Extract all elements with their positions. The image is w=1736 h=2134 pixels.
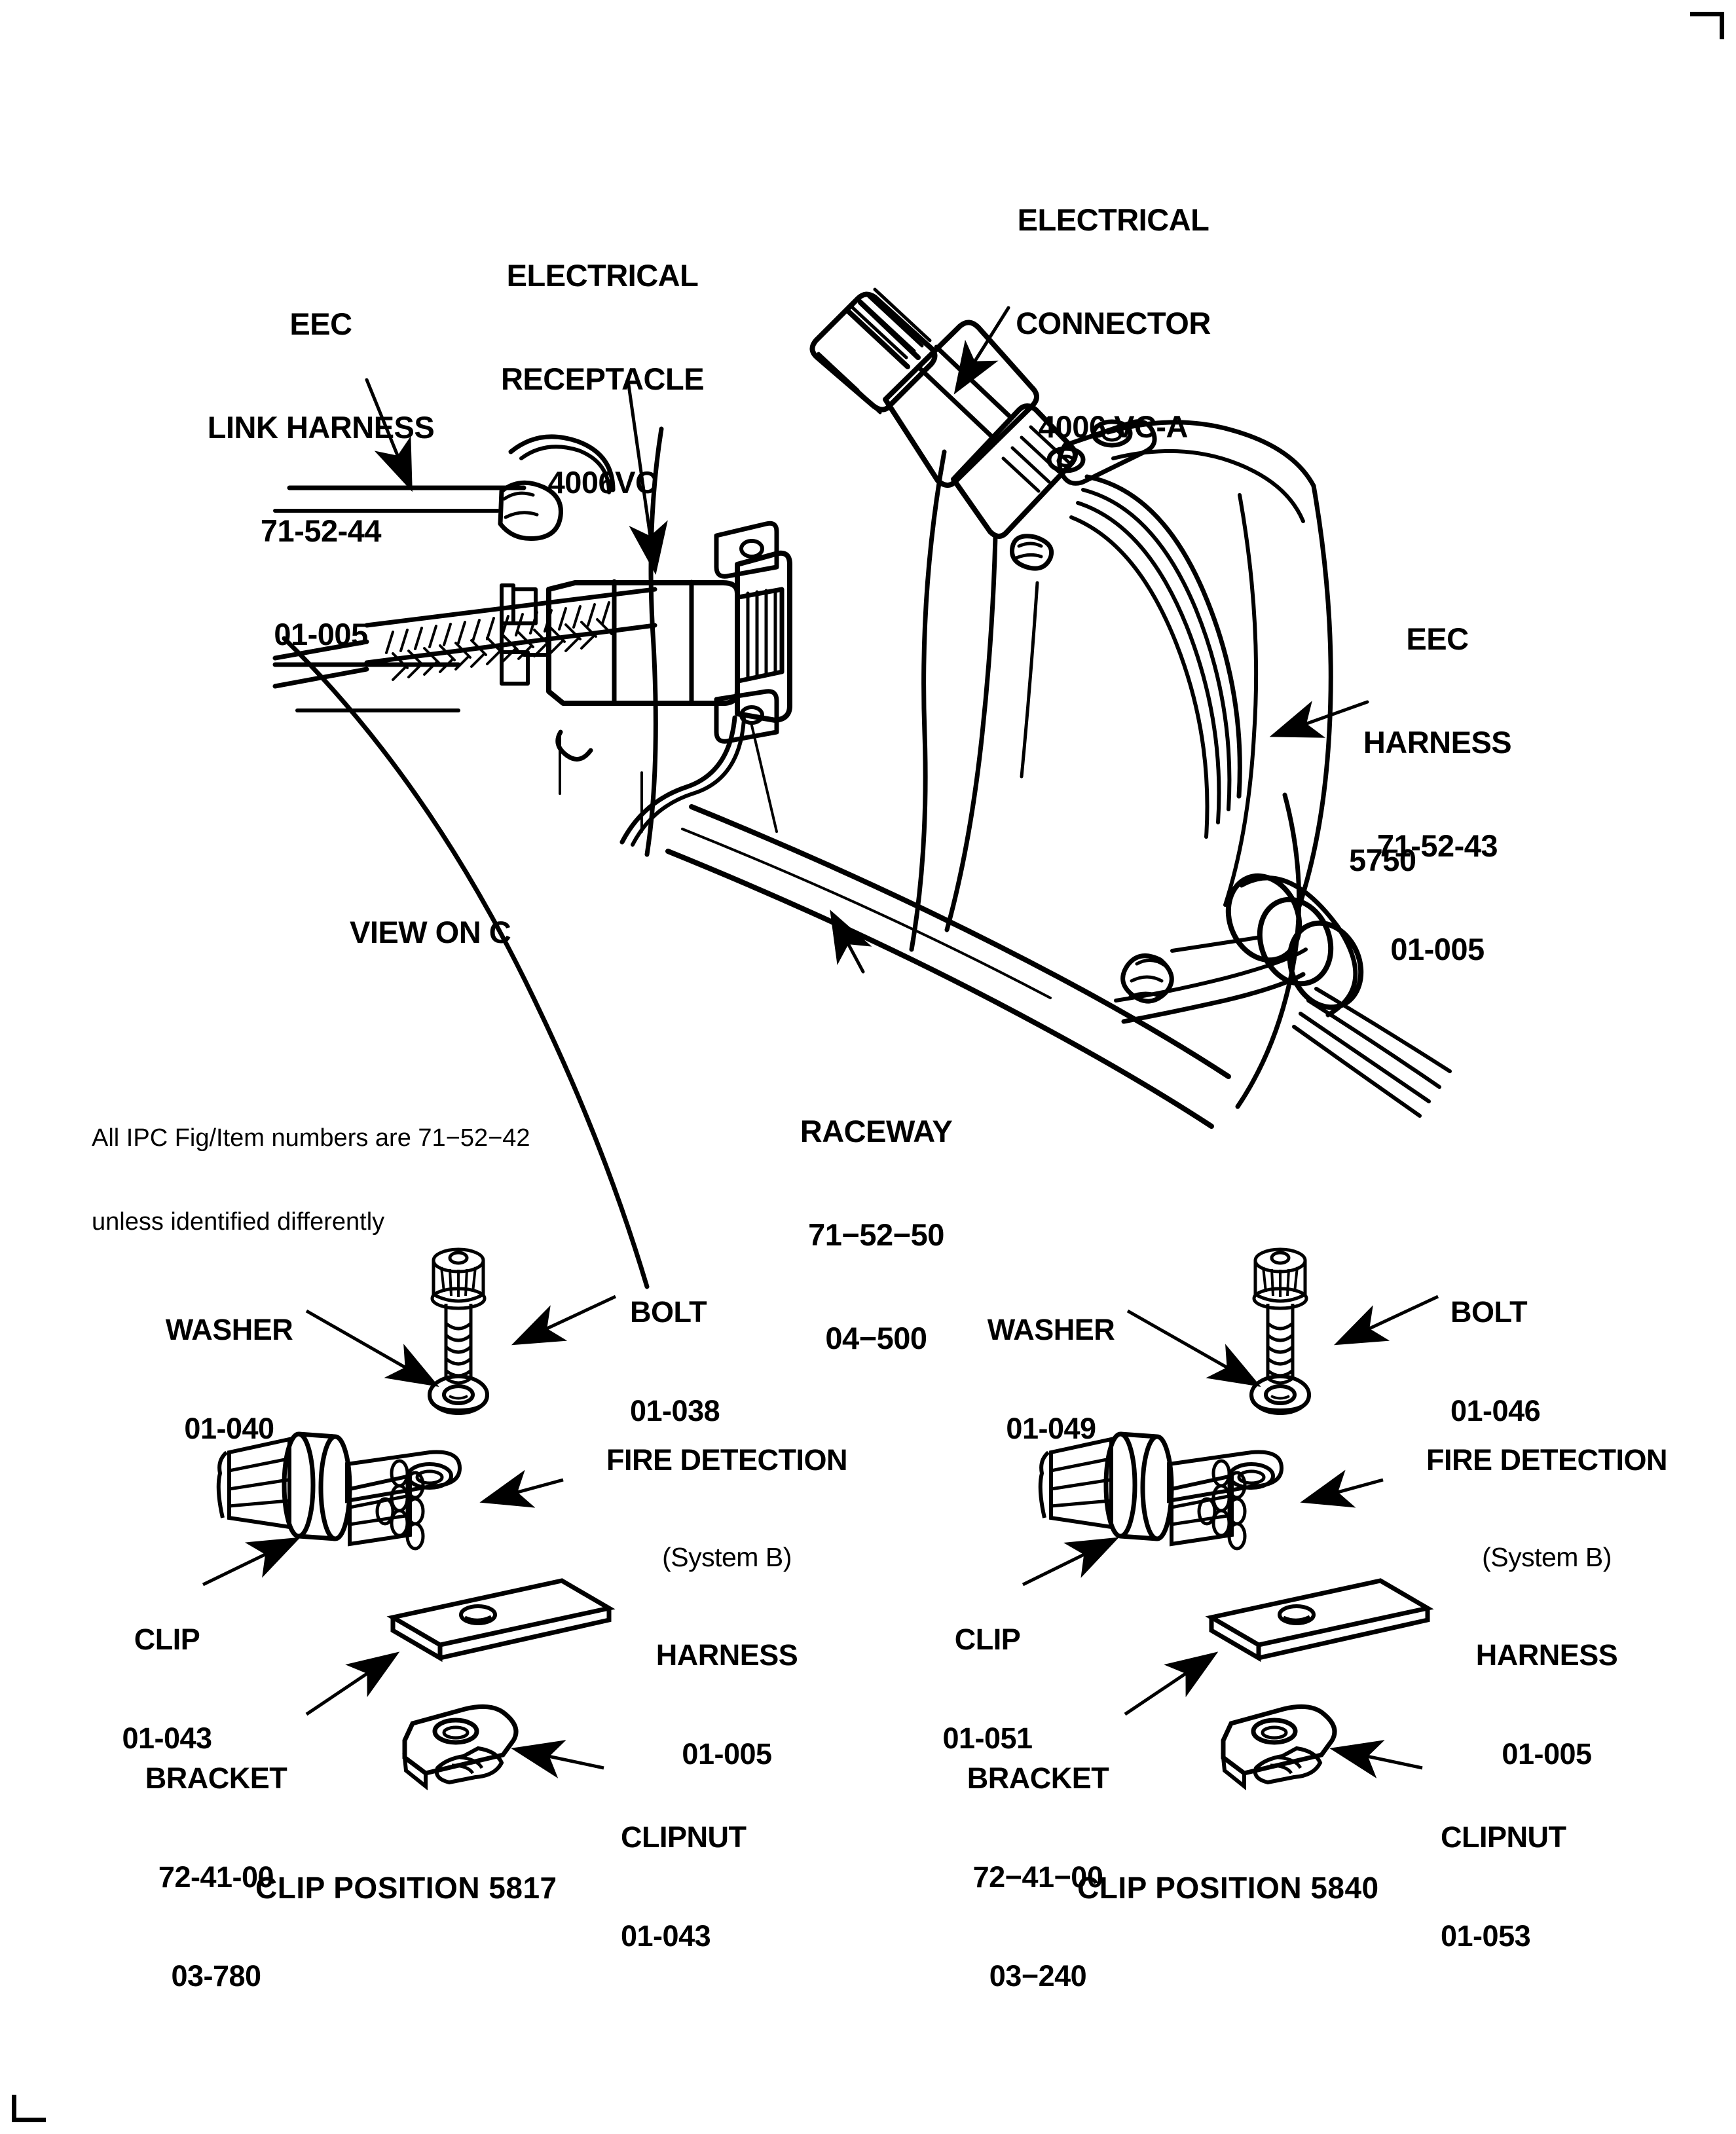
detail-right-callout-washer: WASHER 01-049 bbox=[988, 1247, 1115, 1511]
callout-line: (System B) bbox=[662, 1541, 792, 1572]
callout-line: FIRE DETECTION bbox=[606, 1443, 848, 1477]
callout-line: 01-005 bbox=[274, 616, 368, 652]
detail-right-callout-clip: CLIP 01-051 bbox=[942, 1557, 1033, 1821]
detail-left-callout-clipnut: CLIPNUT 01-043 bbox=[621, 1755, 747, 2019]
callout-electrical-receptacle: ELECTRICAL RECEPTACLE 4006VC bbox=[500, 190, 705, 569]
callout-line: (System B) bbox=[1482, 1541, 1612, 1572]
callout-line: CLIPNUT bbox=[1441, 1820, 1566, 1854]
callout-line: 01-049 bbox=[1006, 1411, 1096, 1445]
detail-left-callout-bolt: BOLT 01-038 bbox=[630, 1230, 720, 1494]
detail-right-title: CLIP POSITION 5840 bbox=[1077, 1871, 1379, 1905]
callout-line: EEC bbox=[1406, 621, 1469, 657]
callout-line: LINK HARNESS bbox=[207, 410, 435, 445]
callout-line: 03-780 bbox=[171, 1959, 261, 1993]
callout-line: 01-046 bbox=[1450, 1393, 1541, 1427]
callout-line: CLIPNUT bbox=[621, 1820, 747, 1854]
callout-eec-harness: EEC HARNESS 71-52-43 01-005 bbox=[1363, 553, 1512, 1036]
callout-line: HARNESS bbox=[1363, 725, 1512, 760]
callout-line: CLIP bbox=[954, 1622, 1021, 1656]
callout-line: 01-040 bbox=[184, 1411, 274, 1445]
view-title: VIEW ON C bbox=[350, 915, 511, 949]
detail-right-callout-bolt: BOLT 01-046 bbox=[1450, 1230, 1541, 1494]
callout-electrical-connector: ELECTRICAL CONNECTOR 4006 VC-A bbox=[1016, 134, 1211, 513]
detail-left-title: CLIP POSITION 5817 bbox=[255, 1871, 557, 1905]
callout-line: 72−41−00 bbox=[972, 1860, 1103, 1894]
callout-line: WASHER bbox=[987, 1312, 1115, 1346]
callout-line: RACEWAY bbox=[800, 1114, 953, 1149]
callout-line: HARNESS bbox=[1475, 1638, 1618, 1672]
position-marker-5750: 5750 bbox=[1349, 843, 1416, 877]
callout-line: CONNECTOR bbox=[1016, 306, 1211, 341]
callout-line: 71-52-43 bbox=[1376, 828, 1498, 863]
callout-line: 01-043 bbox=[621, 1919, 711, 1953]
callout-line: 01-005 bbox=[1390, 931, 1485, 966]
callout-line: 4006 VC-A bbox=[1038, 409, 1188, 444]
callout-line: RECEPTACLE bbox=[500, 361, 705, 397]
ipc-note-line: All IPC Fig/Item numbers are 71−52−42 bbox=[92, 1124, 530, 1152]
callout-line: 71-52-44 bbox=[260, 513, 382, 548]
callout-line: BOLT bbox=[630, 1295, 707, 1329]
detail-left-callout-clip: CLIP 01-043 bbox=[122, 1557, 212, 1821]
callout-line: 04−500 bbox=[825, 1321, 927, 1355]
callout-line: 01-005 bbox=[1502, 1737, 1592, 1771]
callout-line: ELECTRICAL bbox=[1017, 202, 1210, 238]
callout-line: FIRE DETECTION bbox=[1426, 1443, 1668, 1477]
callout-raceway: RACEWAY 71−52−50 04−500 bbox=[800, 1046, 953, 1425]
callout-line: 01-038 bbox=[630, 1393, 720, 1427]
detail-right-callout-bracket: BRACKET 72−41−00 03−240 bbox=[967, 1696, 1109, 2059]
detail-right-callout-fire-detection-harness: FIRE DETECTION (System B) HARNESS 01-005 bbox=[1426, 1378, 1668, 1837]
callout-line: EEC bbox=[289, 306, 352, 342]
detail-left-callout-washer: WASHER 01-040 bbox=[166, 1247, 293, 1511]
callout-line: 01-005 bbox=[682, 1737, 772, 1771]
callout-line: 71−52−50 bbox=[808, 1217, 944, 1253]
callout-eec-link-harness: EEC LINK HARNESS 71-52-44 01-005 bbox=[208, 238, 435, 721]
callout-line: 01-043 bbox=[122, 1721, 212, 1755]
detail-right-callout-clipnut: CLIPNUT 01-053 bbox=[1441, 1755, 1566, 2019]
frame-corner-bottom-left bbox=[12, 2095, 46, 2122]
callout-line: 72-41-00 bbox=[158, 1860, 274, 1894]
callout-line: HARNESS bbox=[656, 1638, 798, 1672]
callout-line: CLIP bbox=[134, 1622, 200, 1656]
callout-line: BOLT bbox=[1450, 1295, 1528, 1329]
detail-left-callout-fire-detection-harness: FIRE DETECTION (System B) HARNESS 01-005 bbox=[606, 1378, 848, 1837]
callout-line: 4006VC bbox=[547, 465, 657, 500]
detail-left-callout-bracket: BRACKET 72-41-00 03-780 bbox=[145, 1696, 287, 2059]
callout-line: 03−240 bbox=[989, 1959, 1087, 1993]
ipc-note: All IPC Fig/Item numbers are 71−52−42 un… bbox=[92, 1069, 530, 1291]
callout-line: 01-053 bbox=[1441, 1919, 1531, 1953]
callout-line: BRACKET bbox=[145, 1761, 287, 1795]
frame-corner-top-right bbox=[1690, 12, 1724, 39]
ipc-note-line: unless identified differently bbox=[92, 1207, 385, 1236]
callout-line: 01-051 bbox=[942, 1721, 1033, 1755]
callout-line: BRACKET bbox=[967, 1761, 1109, 1795]
callout-line: ELECTRICAL bbox=[506, 258, 699, 293]
callout-line: WASHER bbox=[165, 1312, 293, 1346]
